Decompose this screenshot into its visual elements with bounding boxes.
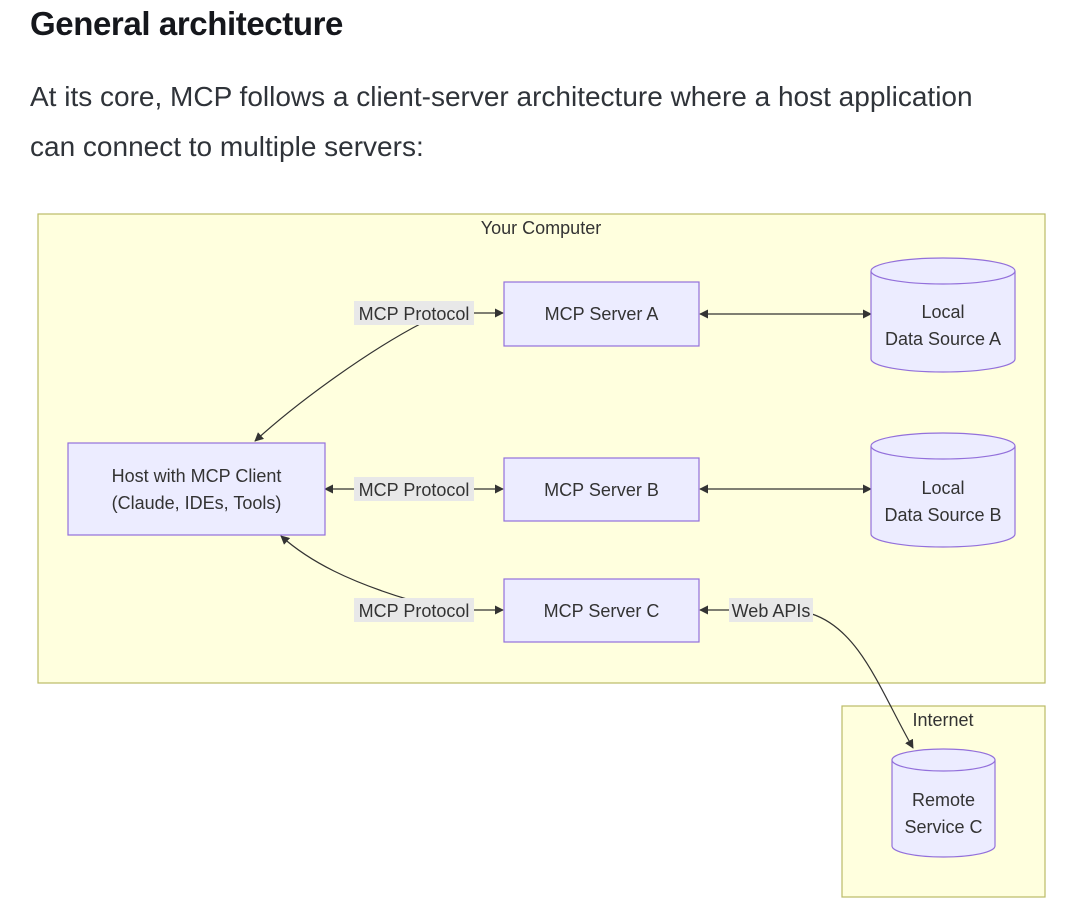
node-local-data-source-a-body <box>870 271 1016 373</box>
node-remote-service-c-body <box>891 760 996 858</box>
node-server-a-box <box>503 281 700 347</box>
edge-labels: MCP Protocol MCP Protocol MCP Protocol W… <box>354 301 813 622</box>
edge-label-protocol-c-text: MCP Protocol <box>359 601 470 621</box>
group-internet-label: Internet <box>912 710 973 730</box>
node-local-data-source-b-body <box>870 446 1016 548</box>
edge-label-protocol-a-text: MCP Protocol <box>359 304 470 324</box>
edges <box>254 308 914 749</box>
edge-host-protocol-a <box>254 322 423 442</box>
node-server-c: MCP Server C <box>503 578 700 643</box>
node-server-c-box <box>503 578 700 643</box>
edge-label-web-apis-text: Web APIs <box>732 601 811 621</box>
node-local-data-source-a: Local Data Source A <box>870 257 1016 373</box>
node-local-data-source-a-top <box>870 257 1016 285</box>
edge-host-protocol-c <box>280 535 411 601</box>
node-server-a: MCP Server A <box>503 281 700 347</box>
node-local-data-source-a-line1: Local <box>921 302 964 322</box>
node-remote-service-c-line1: Remote <box>912 790 975 810</box>
edge-label-web-apis-bg <box>729 598 813 622</box>
node-remote-service-c-top <box>891 748 996 772</box>
node-server-b: MCP Server B <box>503 457 700 522</box>
node-local-data-source-b-top <box>870 432 1016 460</box>
edge-label-protocol-a: MCP Protocol <box>354 301 474 325</box>
group-your-computer-label: Your Computer <box>481 218 601 238</box>
node-local-data-source-a-line2: Data Source A <box>885 329 1001 349</box>
node-local-data-source-b: Local Data Source B <box>870 432 1016 548</box>
edge-label-protocol-a-bg <box>354 301 474 325</box>
node-local-data-source-b-line1: Local <box>921 478 964 498</box>
node-host-box <box>67 442 326 536</box>
edge-label-protocol-b: MCP Protocol <box>354 477 474 501</box>
node-local-data-source-b-line2: Data Source B <box>884 505 1001 525</box>
node-remote-service-c: Remote Service C <box>891 748 996 858</box>
edge-label-web-apis: Web APIs <box>729 598 813 622</box>
node-host: Host with MCP Client (Claude, IDEs, Tool… <box>67 442 326 536</box>
node-remote-service-c-line2: Service C <box>904 817 982 837</box>
edge-label-protocol-c-bg <box>354 598 474 622</box>
node-host-line2: (Claude, IDEs, Tools) <box>112 493 282 513</box>
node-server-b-label: MCP Server B <box>544 480 659 500</box>
node-server-b-box <box>503 457 700 522</box>
edge-web-apis-remote-c <box>811 613 914 749</box>
intro-paragraph: At its core, MCP follows a client-server… <box>30 81 973 162</box>
edge-label-protocol-b-bg <box>354 477 474 501</box>
edge-label-protocol-b-text: MCP Protocol <box>359 480 470 500</box>
page-heading: General architecture <box>30 5 343 42</box>
edge-label-protocol-c: MCP Protocol <box>354 598 474 622</box>
node-host-line1: Host with MCP Client <box>112 466 282 486</box>
node-server-a-label: MCP Server A <box>545 304 659 324</box>
node-server-c-label: MCP Server C <box>544 601 660 621</box>
